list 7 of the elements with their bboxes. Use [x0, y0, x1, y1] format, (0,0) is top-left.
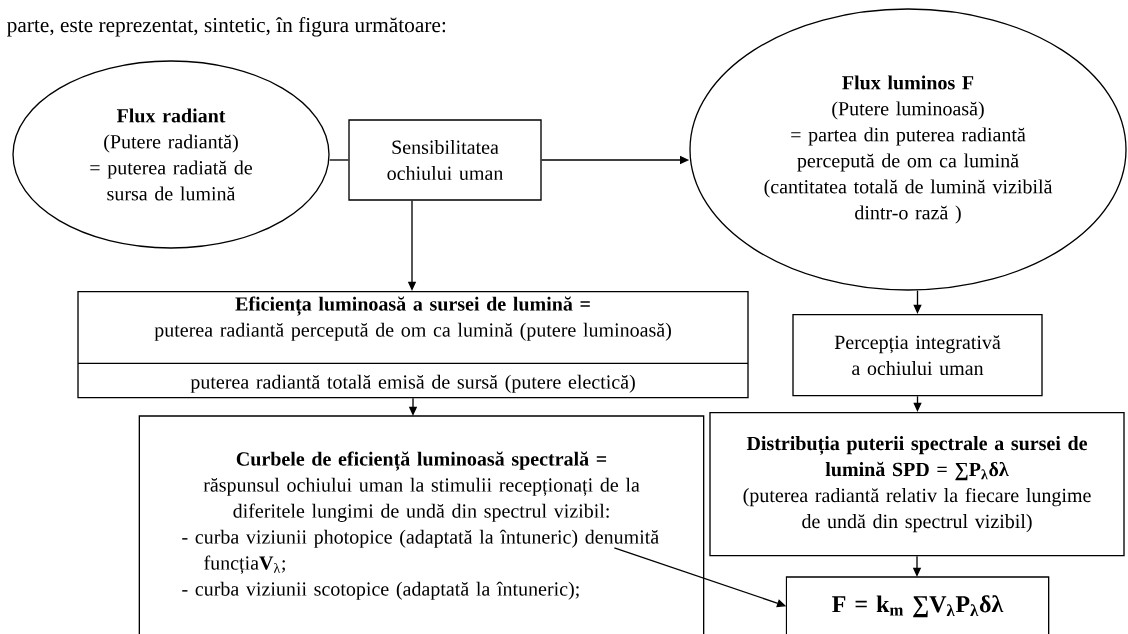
formula-box: Eficiența luminoasă a sursei de lumină = puterea radiantă percepută de om ca lumină (putere luminoasă) puterea radiantă totală emisă de sursă (putere electică): [77, 291, 749, 399]
text-box: Curbele de eficiență luminoasă spectrală = răspunsul ochiului uman la stimulii recepționați de la diferitele lungimi de undă din spectrul vizibil: - curba viziunii photopice (adaptată la întuneric) denumită funcțiaV$_{λ}$; - curba viziunii scotopice (adaptată la întuneric);: [138, 415, 705, 634]
process-box: Percepția integrativă a ochiului uman: [792, 314, 1043, 397]
text-box: Distribuția puterii spectrale a sursei de lumină SPD = ∑P$_{λ}$δλ (puterea radiantă relativ la fiecare lungime de undă din spectrul vizibil): [709, 412, 1125, 557]
formula-box: F = k$_{m}$ ∑V$_{λ}$P$_{λ}$δλ: [785, 576, 1050, 634]
caption-text: parte, este reprezentat, sintetic, în figura următoare:: [7, 17, 446, 37]
process-box: Sensibilitatea ochiului uman: [348, 119, 542, 201]
